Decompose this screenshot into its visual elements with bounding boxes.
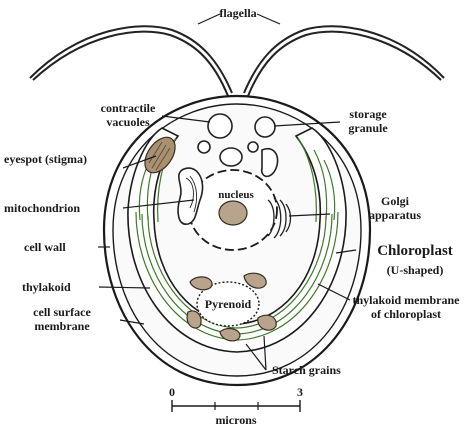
pyrenoid-label: Pyrenoid xyxy=(205,297,252,311)
thylakoid-membrane-label-line2: of chloroplast xyxy=(371,307,441,321)
golgi-apparatus xyxy=(267,197,292,239)
scale-start-label: 0 xyxy=(169,385,175,399)
mitochondria xyxy=(177,147,279,225)
cell-surface-membrane-label-line2: membrane xyxy=(34,319,90,333)
storage-granule-label-line1: storage xyxy=(349,107,387,121)
thylakoid-membrane-label-line1: thylakoid membrane xyxy=(352,293,460,307)
contractile-vacuoles-label-line2: vacuoles xyxy=(106,115,150,129)
cell-wall-label: cell wall xyxy=(24,240,66,254)
scale-end-label: 3 xyxy=(297,385,303,399)
pyrenoid xyxy=(196,281,260,327)
thylakoid-label: thylakoid xyxy=(22,280,71,294)
vacuoles xyxy=(197,113,276,167)
scale-bar xyxy=(171,400,301,412)
golgi-label-line2: apparatus xyxy=(369,208,421,222)
scale-unit-label: microns xyxy=(215,413,256,427)
flagella-group xyxy=(29,25,445,97)
golgi-label-line1: Golgi xyxy=(381,194,410,208)
flagella-label: flagella xyxy=(219,6,256,20)
starch-grains xyxy=(186,272,277,342)
chloroplast-shape-label: (U-shaped) xyxy=(387,263,444,277)
starch-grains-label: Starch grains xyxy=(272,363,341,377)
leader-lines xyxy=(98,13,357,371)
eyespot xyxy=(144,136,176,174)
nucleus xyxy=(188,169,278,251)
storage-granule-label-line2: granule xyxy=(348,121,388,135)
eyespot-label: eyespot (stigma) xyxy=(4,152,87,166)
chloroplast-label: Chloroplast xyxy=(377,243,453,259)
cell-surface-membrane-label-line1: cell surface xyxy=(33,305,91,319)
mitochondrion-label: mitochondrion xyxy=(4,201,80,215)
contractile-vacuoles-label-line1: contractile xyxy=(101,101,156,115)
nucleus-label: nucleus xyxy=(218,189,254,201)
